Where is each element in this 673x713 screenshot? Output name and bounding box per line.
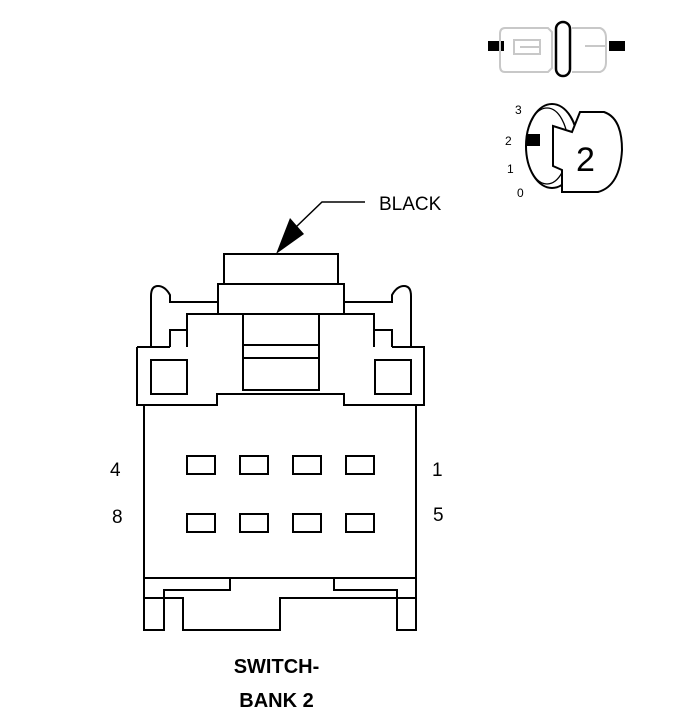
pin-label-left-bottom: 8	[112, 507, 123, 528]
position-label-1: 1	[507, 162, 514, 176]
position-label-3: 3	[515, 103, 522, 117]
bottom-step	[163, 578, 398, 598]
left-latch-arm	[150, 284, 218, 347]
selected-position-value: 2	[576, 141, 595, 179]
pin-cavity-2	[292, 455, 322, 475]
position-label-0: 0	[517, 186, 524, 200]
pin-label-right-bottom: 5	[433, 505, 444, 526]
position-label-2: 2	[505, 134, 512, 148]
key-icon	[552, 111, 624, 193]
pin-cavity-4	[186, 455, 216, 475]
pin-label-left-top: 4	[110, 460, 121, 481]
bottom-base	[143, 578, 417, 631]
position-marker	[526, 134, 540, 146]
main-body	[143, 405, 417, 579]
pin-cavity-7	[239, 513, 269, 533]
right-latch-arm	[344, 284, 412, 347]
key-position-indicator: 3 2 1 0 2	[505, 103, 624, 200]
connector-top-cap	[223, 253, 339, 285]
pin-cavity-8	[186, 513, 216, 533]
caption-line-1: SWITCH-	[233, 656, 320, 678]
pin-cavity-1	[345, 455, 375, 475]
pin-cavity-3	[239, 455, 269, 475]
pin-cavity-5	[345, 513, 375, 533]
caption-line-2: BANK 2	[239, 690, 314, 712]
connector-body	[136, 253, 425, 631]
callout-arrow-icon	[276, 218, 304, 254]
pin-cavity-6	[292, 513, 322, 533]
callout-label: BLACK	[379, 194, 442, 215]
color-callout: BLACK	[276, 194, 442, 254]
lock-column	[242, 313, 320, 391]
connector-latch-housing	[217, 283, 345, 315]
left-side-window	[150, 359, 188, 395]
mating-connector-icon	[488, 20, 625, 78]
upper-shroud	[136, 346, 425, 406]
pin-label-right-top: 1	[432, 460, 443, 481]
right-side-window	[374, 359, 412, 395]
